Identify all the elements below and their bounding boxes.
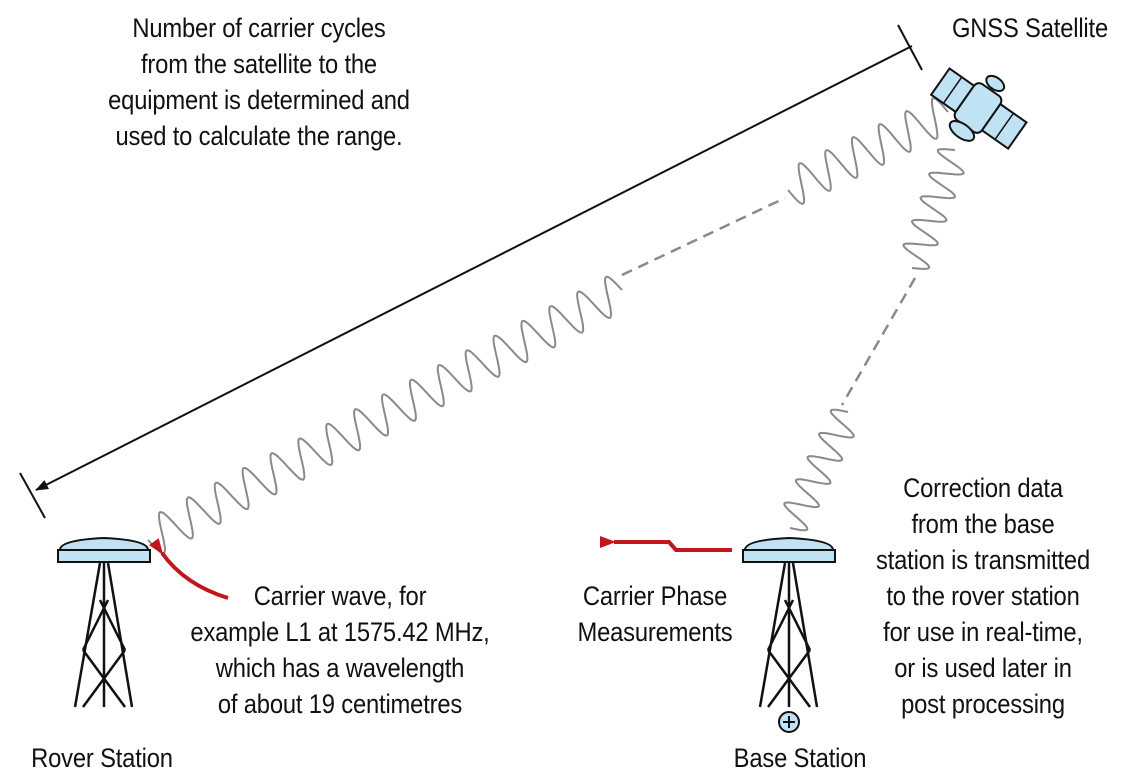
antenna-icon: [742, 536, 836, 563]
satellite-title: GNSS Satellite: [951, 13, 1109, 43]
correction-data-note: Correction data from the base station is…: [855, 470, 1110, 722]
carrier-wave-to-rover: [147, 275, 623, 555]
satellite-to-base-dashed-path: [840, 277, 917, 406]
note-line: which has a wavelength: [215, 653, 465, 683]
station-name: Rover Station: [31, 743, 173, 773]
base-station-icon: [742, 536, 836, 733]
note-line: or is used later in: [894, 653, 1072, 683]
note-line: station is transmitted: [875, 545, 1091, 575]
carrier-wave-pointer-arrow: [148, 538, 229, 600]
note-line: used to calculate the range.: [115, 121, 403, 151]
satellite-label: GNSS Satellite: [916, 10, 1133, 46]
carrier-cycles-note: Number of carrier cycles from the satell…: [61, 10, 457, 154]
note-line: for use in real-time,: [883, 617, 1083, 647]
survey-marker-icon: [778, 711, 800, 733]
note-line: Carrier Phase: [582, 581, 728, 611]
antenna-icon: [57, 536, 151, 563]
note-line: example L1 at 1575.42 MHz,: [190, 617, 490, 647]
note-line: Carrier wave, for: [253, 581, 427, 611]
note-line: from the satellite to the: [141, 49, 377, 79]
carrier-wave-to-base: [783, 408, 855, 532]
carrier-wave-note: Carrier wave, for example L1 at 1575.42 …: [164, 578, 516, 722]
carrier-phase-note: Carrier Phase Measurements: [545, 578, 765, 650]
range-measurement-line: [19, 24, 923, 519]
note-line: Number of carrier cycles: [132, 13, 386, 43]
carrier-wave-from-satellite: [787, 97, 949, 205]
note-line: to the rover station: [886, 581, 1080, 611]
satellite-to-rover-dashed-path: [621, 196, 786, 277]
tripod-icon: [758, 562, 819, 708]
note-line: from the base: [911, 509, 1055, 539]
carrier-wave-satellite-down: [902, 148, 965, 270]
correction-data-transmission-arrow: [600, 536, 732, 552]
rover-station-label: Rover Station: [12, 740, 192, 776]
note-line: of about 19 centimetres: [217, 689, 463, 719]
station-name: Base Station: [733, 743, 867, 773]
note-line: post processing: [901, 689, 1065, 719]
tripod-icon: [73, 562, 134, 708]
rover-station-icon: [57, 536, 151, 708]
base-station-label: Base Station: [703, 740, 897, 776]
note-line: Measurements: [577, 617, 733, 647]
satellite-icon: [929, 67, 1028, 151]
note-line: Correction data: [903, 473, 1063, 503]
note-line: equipment is determined and: [108, 85, 410, 115]
